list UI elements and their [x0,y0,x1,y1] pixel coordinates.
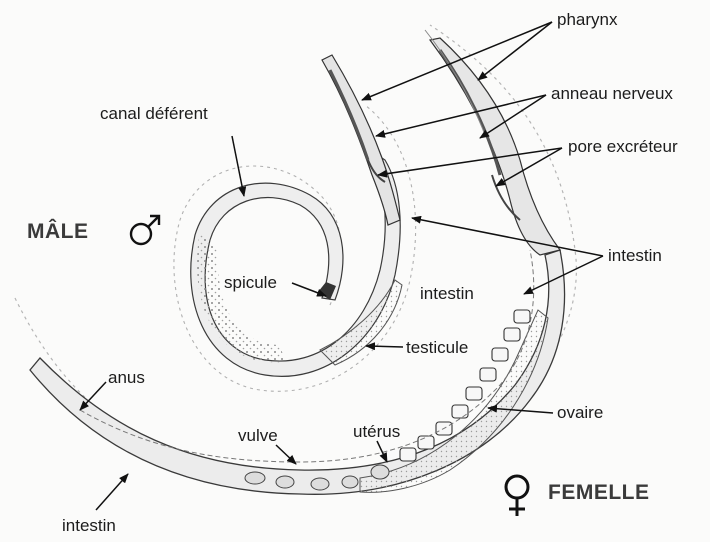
male-symbol [131,216,159,244]
label-pharynx: pharynx [557,10,617,30]
label-male: MÂLE [27,220,89,244]
label-intestin-mid: intestin [420,284,474,304]
female-symbol [506,476,528,516]
label-intestin-bottom: intestin [62,516,116,536]
male-worm [174,55,416,391]
female-head [430,38,560,255]
label-canal-deferent: canal déférent [100,104,208,124]
label-spicule: spicule [224,273,277,293]
label-vulve: vulve [238,426,278,446]
label-anneau-nerveux: anneau nerveux [551,84,673,104]
label-female: FEMELLE [548,481,650,505]
label-uterus: utérus [353,422,400,442]
label-anus: anus [108,368,145,388]
female-worm [15,25,576,494]
label-ovaire: ovaire [557,403,603,423]
label-pore-excreteur: pore excréteur [568,137,678,157]
label-testicule: testicule [406,338,468,358]
label-intestin-right: intestin [608,246,662,266]
